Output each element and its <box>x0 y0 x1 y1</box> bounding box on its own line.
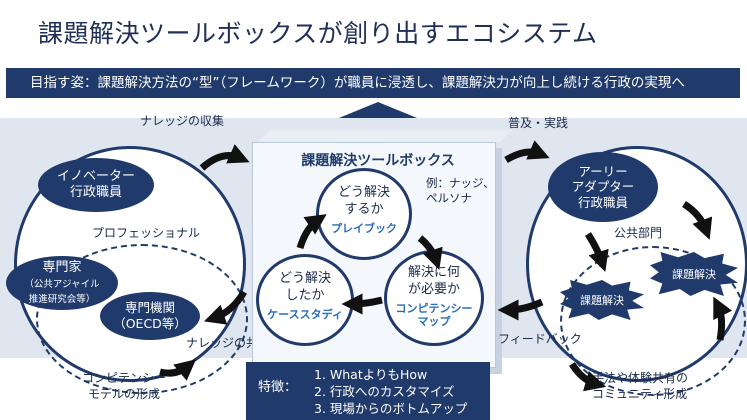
features-box: 特徴： 1. WhatよりもHow 2. 行政へのカスタマイズ 3. 現場からの… <box>246 362 490 420</box>
right-dashed-circle <box>560 246 746 396</box>
page-title: 課題解決ツールボックスが創り出すエコシステム <box>38 19 598 48</box>
innovator-oval: イノベーター行政職員 <box>38 158 154 212</box>
competency-circle: 解決に何が必要か コンピテンシーマップ <box>384 250 484 346</box>
spread-practice-label: 普及・実践 <box>508 116 569 130</box>
community-label: 手法や体験共有のコミュニティ形成 <box>592 371 689 401</box>
competency-model-label: コンピテンシーモデルの形成 <box>82 371 167 401</box>
expert-oval: 専門家 （公共アジャイル 推進研究会等） <box>6 256 118 310</box>
knowledge-share-label: ナレッジの共有 <box>186 336 271 350</box>
professional-label: プロフェッショナル <box>92 226 201 240</box>
features-label: 特徴： <box>258 380 298 395</box>
feature-item: 3. 現場からのボトムアップ <box>314 401 468 416</box>
toolbox-top <box>258 130 512 142</box>
feature-item: 2. 行政へのカスタマイズ <box>314 384 455 399</box>
casestudy-circle: どう解決したか ケーススタディ <box>256 254 354 346</box>
playbook-circle: どう解決するか プレイブック <box>316 168 412 260</box>
feedback-label: フィードバック <box>498 332 582 346</box>
public-sector-label: 公共部門 <box>614 226 663 240</box>
early-adopter-oval: アーリーアダプター行政職員 <box>548 152 658 222</box>
knowledge-collect-label: ナレッジの収集 <box>140 114 225 128</box>
agency-oval: 専門機関（OECD等） <box>100 292 200 340</box>
feature-item: 1. WhatよりもHow <box>314 367 428 382</box>
example-label: 例：ナッジ、ペルソナ <box>426 176 495 205</box>
up-arrow-icon <box>334 102 422 120</box>
features-list: 1. WhatよりもHow 2. 行政へのカスタマイズ 3. 現場からのボトムア… <box>314 366 467 417</box>
goal-banner: 目指す姿：課題解決方法の“型”（フレームワーク）が職員に浸透し、課題解決力が向上… <box>6 68 740 98</box>
toolbox-title: 課題解決ツールボックス <box>301 153 455 169</box>
